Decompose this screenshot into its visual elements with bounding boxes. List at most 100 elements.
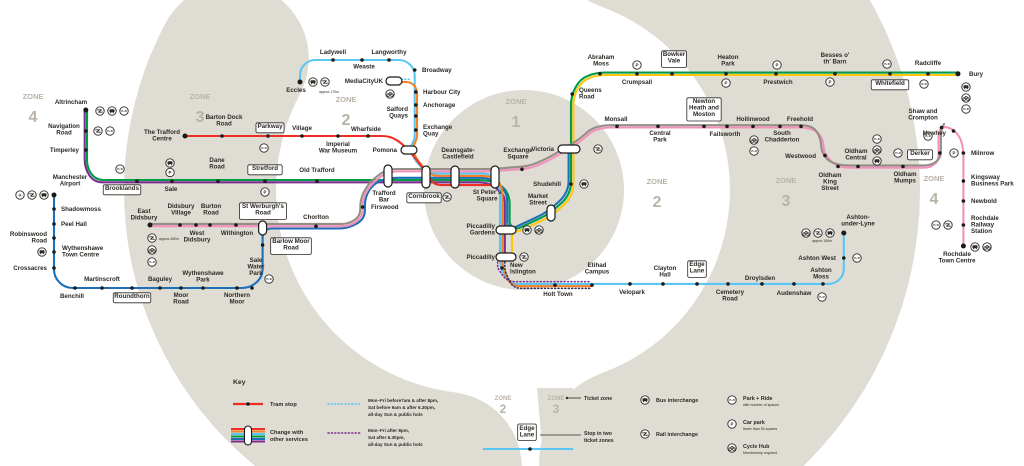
station-monsall[interactable]: Monsall bbox=[604, 116, 628, 129]
station-cornbrook[interactable]: Cornbrook bbox=[406, 165, 452, 204]
station-pomona[interactable]: Pomona bbox=[373, 145, 418, 155]
station-victoria[interactable]: Victoria bbox=[531, 144, 603, 154]
station-village[interactable]: Village bbox=[292, 125, 312, 138]
station-shudehill[interactable]: Shudehill bbox=[533, 179, 589, 189]
station-mediacityuk[interactable]: MediaCityUK bbox=[345, 76, 403, 99]
station-crossacres[interactable]: Crossacres bbox=[13, 265, 56, 272]
station-wharfside[interactable]: Wharfside bbox=[351, 126, 382, 138]
station-freehold[interactable]: Freehold bbox=[787, 116, 813, 129]
station-benchill[interactable]: Benchill bbox=[60, 286, 84, 300]
station-peel-hall[interactable]: Peel Hall bbox=[52, 221, 87, 228]
station-shadowmoss[interactable]: Shadowmoss bbox=[52, 206, 101, 213]
station-velopark[interactable]: Velopark bbox=[619, 282, 645, 296]
station-chorlton[interactable]: Chorlton bbox=[303, 214, 329, 228]
station-anchorage[interactable]: Anchorage bbox=[414, 102, 456, 109]
station-ladywell[interactable]: Ladywell bbox=[320, 49, 346, 62]
station-piccadilly[interactable]: Piccadilly bbox=[466, 252, 529, 262]
station-harbour-city[interactable]: Harbour City bbox=[414, 89, 461, 96]
station-broadway[interactable]: Broadway bbox=[412, 67, 452, 74]
station-roundthorn[interactable]: Roundthorn bbox=[112, 286, 152, 304]
station-westwood[interactable]: Westwood bbox=[785, 153, 827, 160]
station-martinscroft[interactable]: Martinscroft bbox=[84, 276, 120, 290]
station-langworthy[interactable]: Langworthy bbox=[371, 49, 407, 62]
station-baguley[interactable]: Baguley bbox=[148, 276, 173, 290]
station-newbold[interactable]: Newbold bbox=[961, 198, 997, 205]
station-timperley[interactable]: Timperley bbox=[50, 147, 88, 154]
station-holt-town[interactable]: Holt Town bbox=[543, 283, 573, 298]
station-audenshaw[interactable]: Audenshaw bbox=[777, 282, 812, 297]
zone-number: 2 bbox=[342, 112, 351, 129]
station-hollinwood[interactable]: Hollinwood bbox=[736, 116, 770, 129]
station-firswood[interactable]: Firswood bbox=[360, 204, 399, 211]
station-deansgate-castlefield[interactable]: Deansgate-Castlefield bbox=[441, 147, 475, 189]
station-weaste[interactable]: Weaste bbox=[353, 58, 375, 71]
station-old-trafford[interactable]: Old Trafford bbox=[299, 167, 335, 183]
station-droylsden[interactable]: Droylsden bbox=[745, 275, 775, 286]
station-withington[interactable]: Withington bbox=[221, 223, 253, 237]
